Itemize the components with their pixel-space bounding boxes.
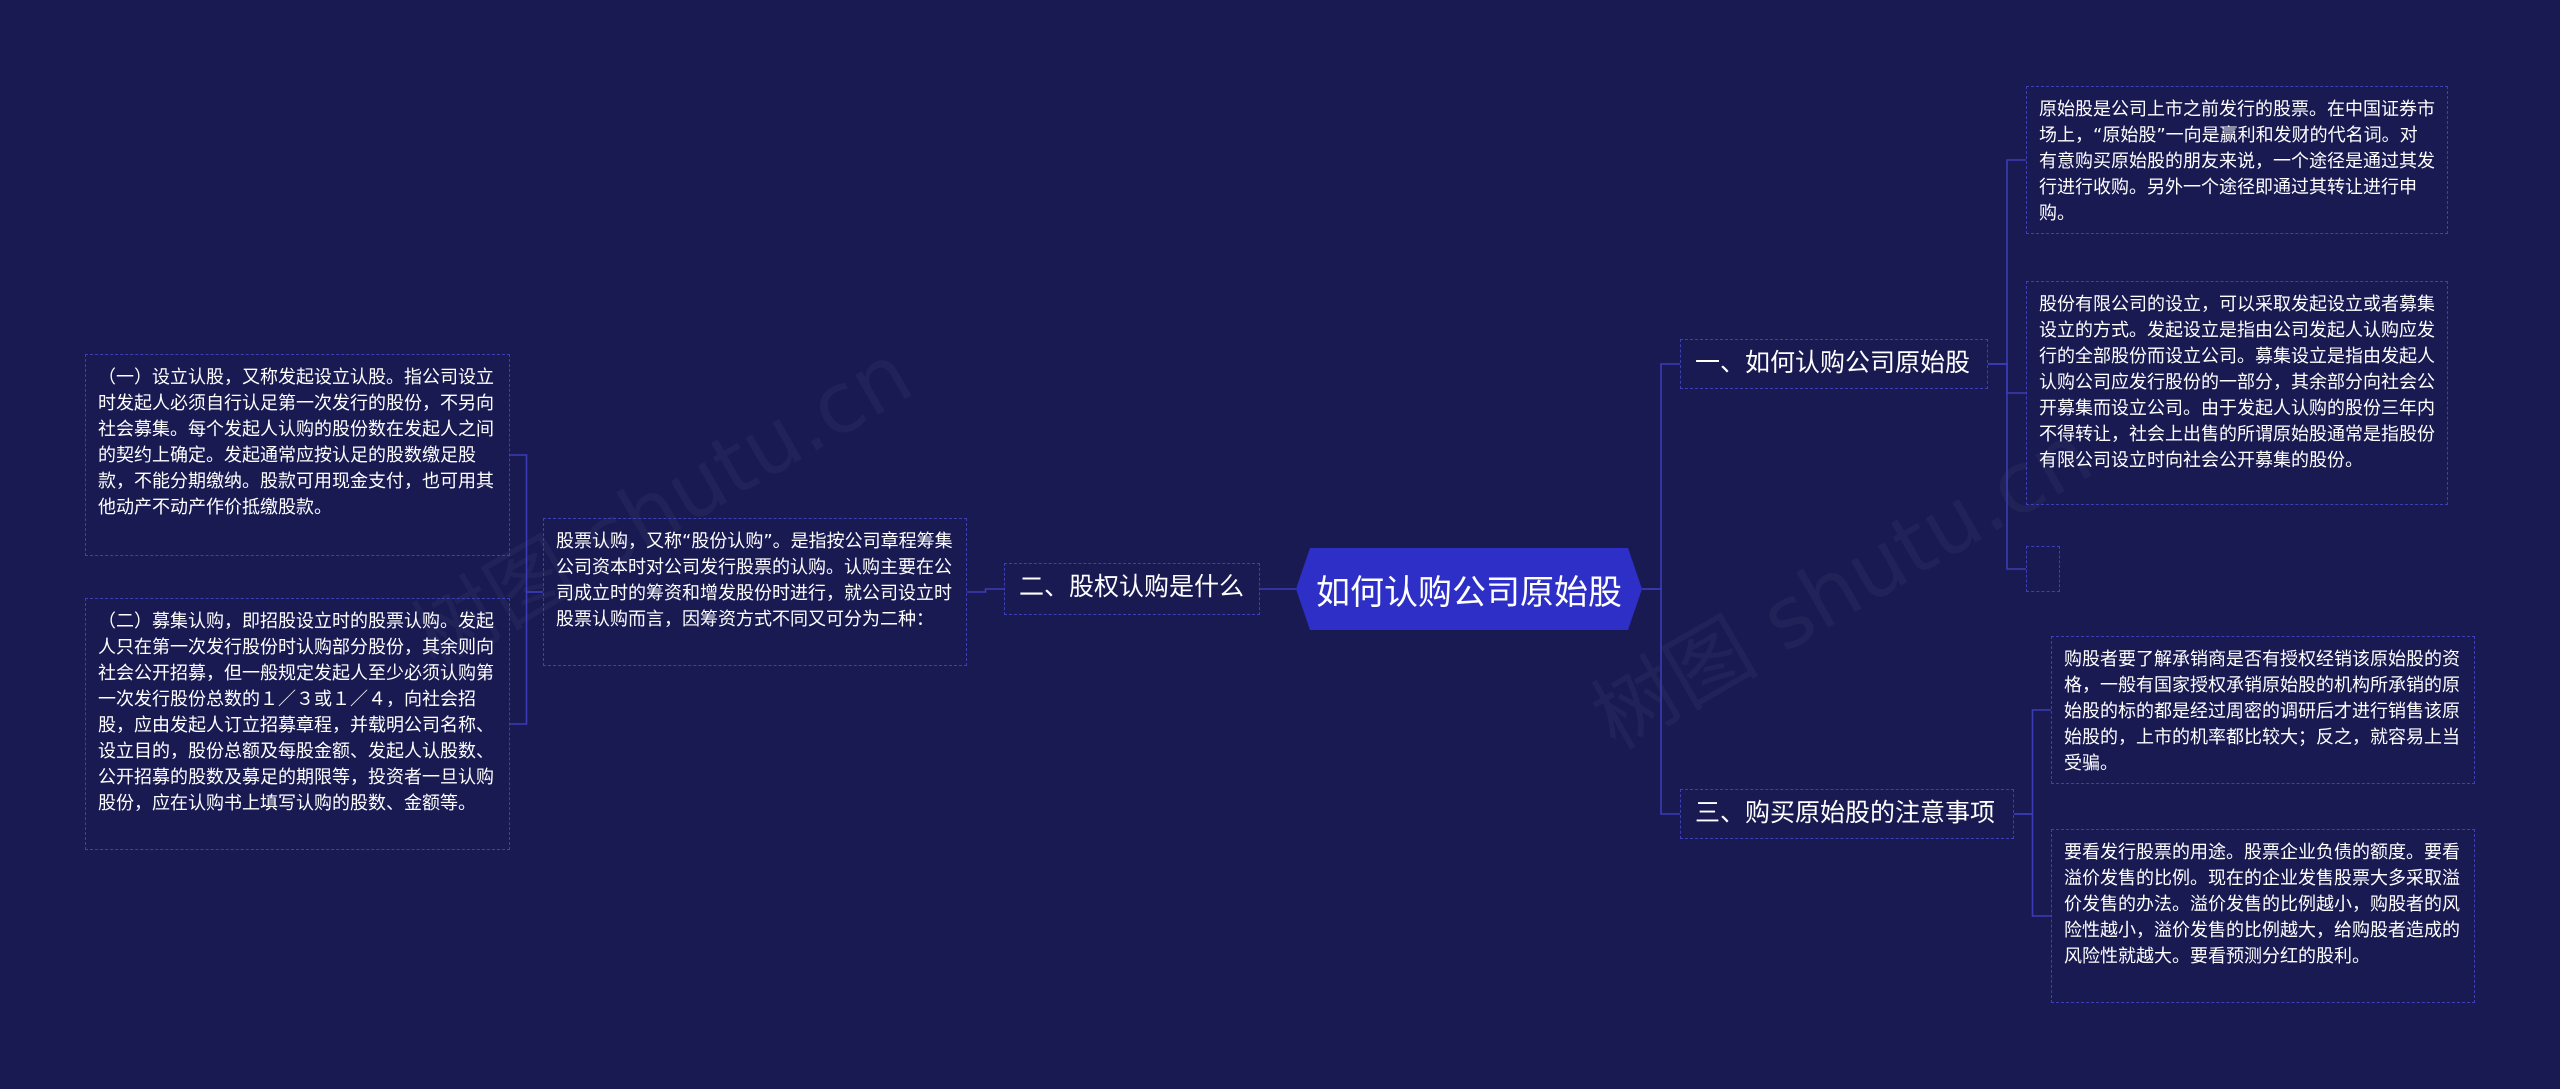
note-original-shares-definition[interactable]: 原始股是公司上市之前发行的股票。在中国证券市场上，“原始股”一向是赢利和发财的代…	[2026, 86, 2448, 234]
connector-b3-n3a	[2014, 709, 2051, 815]
branch-purchase-precautions[interactable]: 三、购买原始股的注意事项	[1680, 789, 2014, 839]
branch-what-is-share-subscription[interactable]: 二、股权认购是什么	[1004, 563, 1260, 615]
root-hexagon-shape	[1296, 548, 1642, 630]
note-issue-purpose-premium[interactable]: 要看发行股票的用途。股票企业负债的额度。要看溢价发售的比例。现在的企业发售股票大…	[2051, 829, 2475, 1003]
note-share-subscription-definition[interactable]: 股票认购，又称“股份认购”。是指按公司章程筹集公司资本时对公司发行股票的认购。认…	[543, 518, 967, 666]
note-company-establishment[interactable]: 股份有限公司的设立，可以采取发起设立或者募集设立的方式。发起设立是指由公司发起人…	[2026, 281, 2448, 505]
connector-root-b3	[1642, 588, 1680, 815]
connector-b1-n1a	[1988, 159, 2026, 365]
connector-b1-stub	[1988, 363, 2026, 570]
note-promoter-subscription[interactable]: （一）设立认股，又称发起设立认股。指公司设立时发起人必须自行认足第一次发行的股份…	[85, 354, 510, 556]
root-topic-label: 如何认购公司原始股	[1316, 572, 1622, 613]
connector-root-b1	[1642, 363, 1680, 590]
note-public-offering-subscription[interactable]: （二）募集认购，即招股设立时的股票认购。发起人只在第一次发行股份时认购部分股份，…	[85, 598, 510, 850]
branch-how-to-subscribe[interactable]: 一、如何认购公司原始股	[1680, 339, 1988, 389]
connector-b2-n2	[967, 588, 1004, 593]
empty-topic-placeholder[interactable]	[2026, 546, 2060, 592]
connector-n2-n2b	[510, 591, 543, 725]
root-topic[interactable]: 如何认购公司原始股	[1296, 548, 1642, 630]
connector-b3-n3b	[2014, 813, 2051, 917]
branch-label: 一、如何认购公司原始股	[1695, 348, 1971, 377]
connector-n2-n2a	[510, 454, 543, 593]
note-underwriter-qualification[interactable]: 购股者要了解承销商是否有授权经销该原始股的资格，一般有国家授权承销原始股的机构所…	[2051, 636, 2475, 784]
branch-label: 三、购买原始股的注意事项	[1695, 798, 1996, 827]
branch-label: 二、股权认购是什么	[1019, 572, 1245, 601]
